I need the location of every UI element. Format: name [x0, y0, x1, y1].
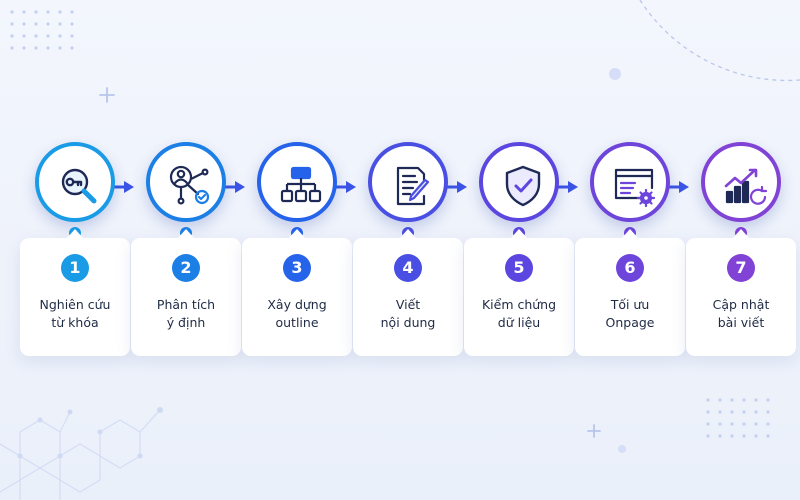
step-6-card: 6 Tối ưu Onpage	[575, 229, 685, 356]
step-5: 5 Kiểm chứng dữ liệu	[464, 142, 574, 360]
hexagon-network	[0, 409, 161, 500]
step-3-number-badge: 3	[283, 254, 311, 282]
user-intent-icon	[169, 165, 210, 205]
document-pen-icon	[396, 166, 430, 206]
step-7-circle	[701, 142, 781, 222]
step-1-circle	[35, 142, 115, 222]
step-4-number-badge: 4	[394, 254, 422, 282]
plus-sparkles	[99, 87, 601, 438]
step-1-label-line-1: Nghiên cứu	[39, 297, 111, 312]
step-5-circle	[479, 142, 559, 222]
browser-gear-icon	[614, 168, 656, 208]
shield-check-icon	[505, 165, 541, 207]
step-6-label: Tối ưu Onpage	[579, 296, 681, 332]
step-3-card: 3 Xây dựng outline	[242, 229, 352, 356]
step-4-label-line-2: nội dung	[380, 315, 436, 330]
dashed-arc-top-right	[639, 0, 800, 82]
step-7: 7 Cập nhật bài viết	[686, 142, 796, 360]
step-7-label-line-2: bài viết	[717, 315, 765, 330]
step-7-label-line-1: Cập nhật	[712, 297, 770, 312]
step-5-card: 5 Kiểm chứng dữ liệu	[464, 229, 574, 356]
dot-grid-top-left	[10, 10, 74, 50]
step-7-label: Cập nhật bài viết	[690, 296, 792, 332]
search-key-icon	[61, 168, 97, 204]
decor-circle-small	[618, 445, 626, 453]
step-4: 4 Viết nội dung	[353, 142, 463, 360]
step-5-label: Kiểm chứng dữ liệu	[468, 296, 570, 332]
step-4-label-line-1: Viết	[395, 297, 421, 312]
step-4-card: 4 Viết nội dung	[353, 229, 463, 356]
step-7-card: 7 Cập nhật bài viết	[686, 229, 796, 356]
hexagon-nodes	[17, 407, 163, 459]
step-2-circle	[146, 142, 226, 222]
step-5-label-line-2: dữ liệu	[497, 315, 541, 330]
step-1: 1 Nghiên cứu từ khóa	[20, 142, 130, 360]
step-5-number-badge: 5	[505, 254, 533, 282]
step-5-label-line-1: Kiểm chứng	[481, 297, 557, 312]
step-4-label: Viết nội dung	[357, 296, 459, 332]
step-7-number-badge: 7	[727, 254, 755, 282]
step-6-circle	[590, 142, 670, 222]
dot-grid-bottom-right	[706, 398, 770, 438]
step-4-circle	[368, 142, 448, 222]
step-2-label-line-2: ý định	[166, 315, 206, 330]
step-1-label-line-2: từ khóa	[51, 315, 99, 330]
step-6-label-line-1: Tối ưu	[610, 297, 650, 312]
step-1-number-badge: 1	[61, 254, 89, 282]
sitemap-icon	[280, 166, 322, 203]
step-6: 6 Tối ưu Onpage	[575, 142, 685, 360]
step-6-number-badge: 6	[616, 254, 644, 282]
step-6-label-line-2: Onpage	[605, 315, 655, 330]
step-2-label-line-1: Phân tích	[156, 297, 216, 312]
step-3: 3 Xây dựng outline	[242, 142, 352, 360]
step-3-circle	[257, 142, 337, 222]
step-1-label: Nghiên cứu từ khóa	[24, 296, 126, 332]
decor-circle-large	[609, 68, 621, 80]
step-2-label: Phân tích ý định	[135, 296, 237, 332]
step-2-card: 2 Phân tích ý định	[131, 229, 241, 356]
step-3-label: Xây dựng outline	[246, 296, 348, 332]
step-1-card: 1 Nghiên cứu từ khóa	[20, 229, 130, 356]
chart-refresh-icon	[724, 168, 767, 205]
step-3-label-line-1: Xây dựng	[267, 297, 327, 312]
step-2-number-badge: 2	[172, 254, 200, 282]
step-3-label-line-2: outline	[275, 315, 319, 330]
step-2: 2 Phân tích ý định	[131, 142, 241, 360]
